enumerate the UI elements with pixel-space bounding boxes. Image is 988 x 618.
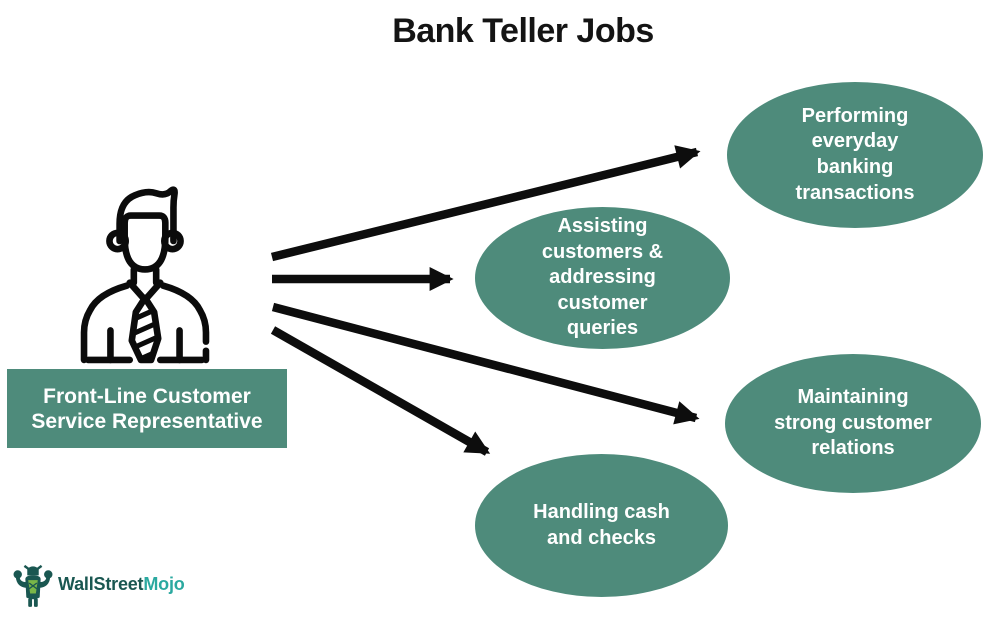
job-label-performing: Performing everyday banking transactions [795, 104, 915, 204]
brand-name-secondary: Mojo [143, 573, 185, 594]
actor-label-text: Front-Line Customer Service Representati… [31, 384, 263, 433]
page-title: Bank Teller Jobs [392, 12, 654, 50]
job-node-performing: Performing everyday banking transactions [727, 82, 983, 228]
job-label-handling: Handling cash and checks [533, 500, 670, 549]
job-node-maintaining: Maintaining strong customer relations [725, 354, 981, 493]
job-label-maintaining: Maintaining strong customer relations [774, 386, 932, 460]
job-node-assisting: Assisting customers & addressing custome… [475, 207, 730, 349]
brand-logo-text: WallStreetMojo [58, 574, 185, 595]
mascot-icon [13, 564, 53, 607]
job-node-handling: Handling cash and checks [475, 454, 728, 597]
actor-label: Front-Line Customer Service Representati… [7, 369, 287, 448]
arrow-to-handling [270, 326, 491, 456]
job-label-assisting: Assisting customers & addressing custome… [541, 215, 664, 340]
brand-logo: WallStreetMojo [12, 558, 185, 610]
brand-name-primary: WallStreet [58, 573, 144, 594]
person-icon [80, 186, 210, 364]
